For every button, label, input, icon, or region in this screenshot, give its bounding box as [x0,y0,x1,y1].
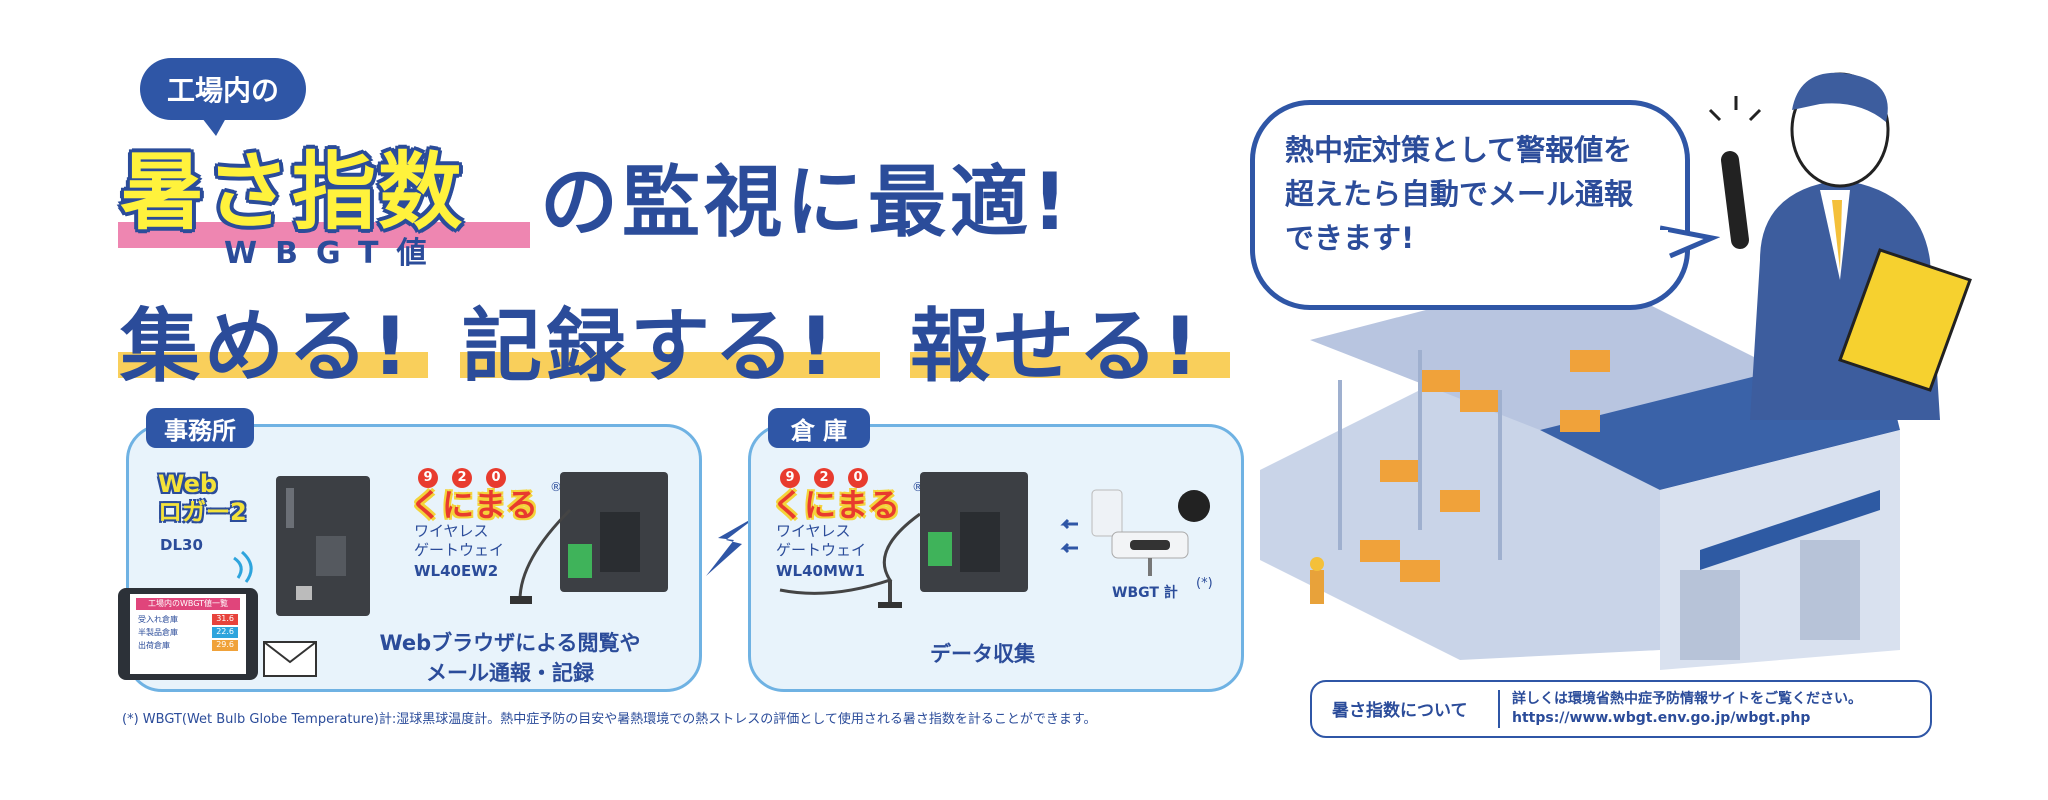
gateway-model: WL40MW1 [776,562,865,580]
tablet-row-label: 受入れ倉庫 [138,615,178,624]
info-url-link[interactable]: https://www.wbgt.env.go.jp/wbgt.php [1512,710,1811,726]
headline-rest: の監視に最適! [540,158,1072,248]
wl40ew2-device [560,472,668,592]
tablet-row-label: 出荷倉庫 [138,641,170,650]
web-logger-name: Web ロガー2 [158,470,247,526]
underline-3 [910,352,1230,378]
tablet-row-value: 31.6 [212,614,238,625]
speech-bubble [1250,100,1690,310]
web-logger-model: DL30 [160,536,203,554]
underline-1 [118,352,428,378]
kunimaru-logo: くにまる [772,486,901,524]
warehouse-caption: データ収集 [930,642,1035,666]
office-tag: 事務所 [146,408,254,448]
info-box: 暑さ指数について 詳しくは環境省熱中症予防情報サイトをご覧ください。 https… [1310,680,1932,738]
highlight-underline [118,222,530,248]
lightning-icon [706,514,760,576]
businessman-illustration [1708,72,1972,420]
info-left: 暑さ指数について [1332,701,1468,721]
gateway-model: WL40EW2 [414,562,499,580]
tablet-row-value: 22.6 [212,627,238,638]
headline-record: 記録する! [462,300,839,393]
gateway-label: ワイヤレス ゲートウェイ [414,522,505,559]
wbgt-sensor-icon [1091,489,1210,576]
registered-mark: ® [550,480,562,494]
dl30-device [276,476,370,616]
speech-bubble-text: 熱中症対策として警報値を 超えたら自動でメール通報 できます! [1285,133,1634,255]
antenna-cable-icon [779,512,921,608]
arrows-icon [1060,518,1078,554]
warehouse-tag: 倉 庫 [768,408,870,448]
headline-bubble: 工場内の [140,58,306,136]
tablet-row-value: 29.6 [212,640,238,651]
headline-wbgt-sub: WBGT値 [224,236,445,271]
office-caption: Webブラウザによる閲覧や メール通報・記録 [379,631,641,685]
tablet-title: 工場内のWBGT値一覧 [136,598,240,610]
speech-bubble-tail [1660,225,1720,259]
headline-notify: 報せる! [910,300,1203,393]
footnote: (*) WBGT(Wet Bulb Globe Temperature)計:湿球… [122,712,1097,727]
headline-highlight: 暑さ指数 [120,143,465,241]
kunimaru-logo: くにまる [410,486,539,524]
antenna-icon [510,508,572,604]
tablet-row-label: 半製品倉庫 [138,628,178,637]
underline-2 [460,352,880,378]
headline-collect: 集める! [120,300,413,393]
wbgt-sensor-label: WBGT 計 [1112,585,1178,601]
tablet: 工場内のWBGT値一覧 受入れ倉庫 31.6 半製品倉庫 22.6 出荷倉庫 2… [118,588,258,680]
wl40mw1-device [920,472,1028,592]
mail-icon [263,641,317,677]
wireless-signal-icon [233,550,253,583]
info-right-line1: 詳しくは環境省熱中症予防情報サイトをご覧ください。 [1512,691,1862,707]
wbgt-sensor-note: (*) [1196,576,1213,591]
gateway-label: ワイヤレス ゲートウェイ [776,522,867,559]
